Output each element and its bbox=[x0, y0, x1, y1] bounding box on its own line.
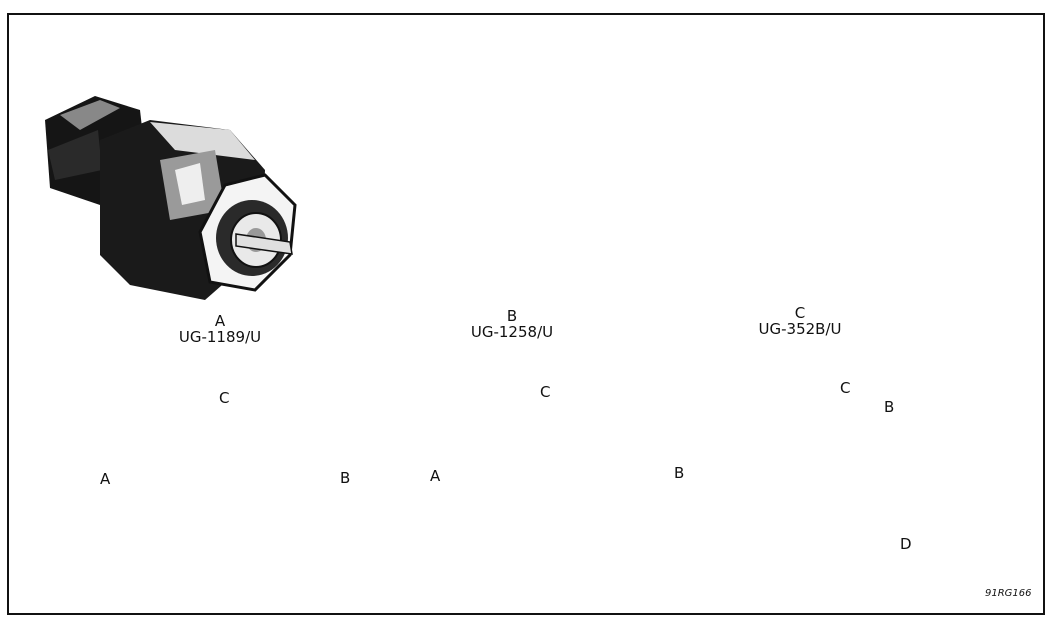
connector-c-letter: C bbox=[794, 304, 806, 322]
dim-c-c-label: C bbox=[838, 379, 853, 397]
dim-b-a-label: A bbox=[428, 467, 443, 485]
figure-border bbox=[7, 13, 1045, 615]
dim-a-c-label: C bbox=[217, 389, 232, 407]
connector-a-letter: A bbox=[214, 312, 226, 330]
dim-b-c-label: C bbox=[538, 383, 553, 401]
connector-b-letter: B bbox=[506, 307, 518, 325]
connector-c-part-number: UG-352B/U bbox=[758, 320, 842, 338]
dim-c-d-label: D bbox=[898, 535, 914, 553]
connector-b-part-number: UG-1258/U bbox=[470, 323, 554, 341]
connector-a-illustration bbox=[45, 96, 297, 300]
connector-a-part-number: UG-1189/U bbox=[178, 328, 262, 346]
dim-a-a-label: A bbox=[98, 470, 113, 488]
dim-b-b-label: B bbox=[672, 464, 687, 482]
dim-c-b-label: B bbox=[882, 398, 897, 416]
figure-id: 91RG166 bbox=[985, 588, 1032, 599]
dim-a-b-label: B bbox=[338, 469, 353, 487]
